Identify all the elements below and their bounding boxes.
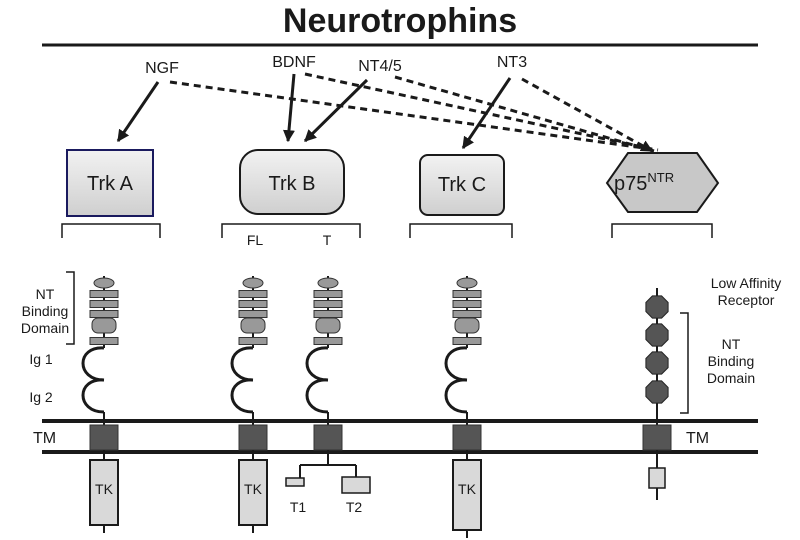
trka-ig1-loop: [81, 346, 105, 382]
p75-bracket: [611, 223, 713, 238]
low-affinity-arrows: [169, 72, 659, 153]
arrow-ngf-trka: [116, 81, 160, 142]
p75-hexagon: [605, 152, 720, 213]
dash-nt45-p75: [394, 75, 655, 153]
nt-binding-label-right-2: Binding: [708, 353, 755, 369]
trkb-t-ig2-loop: [305, 378, 329, 414]
p75-death-domain: [648, 467, 666, 489]
tm-label-right: TM: [686, 430, 709, 447]
trkc-tk-label: TK: [458, 481, 477, 497]
trkb-fl-ig2-loop: [230, 378, 254, 414]
trkb-fl-tm-segment: [238, 424, 268, 451]
trka-lrr-3: [89, 310, 119, 318]
trkc-box: [419, 154, 505, 216]
trkb-t1-tail: [285, 477, 305, 487]
trkb-fl-lrr-4: [238, 337, 268, 345]
dash-nt3-p75: [521, 77, 654, 153]
p75-crd-1: [645, 295, 669, 319]
ligand-nt3: NT3: [497, 54, 527, 71]
trkc-lrr-3: [452, 310, 482, 318]
trkc-cys-domain: [454, 317, 480, 334]
trka-cap-ellipse: [93, 277, 115, 289]
nt-binding-bracket-right: [680, 312, 689, 414]
nt-binding-label-left-2: Binding: [22, 303, 69, 319]
nt-binding-label-right-1: NT: [722, 336, 741, 352]
dash-ngf-p75: [169, 80, 659, 152]
trka-ig2-loop: [81, 378, 105, 414]
trka-lrr-2: [89, 300, 119, 308]
p75-label: p75NTR: [614, 170, 674, 195]
trkb-label: Trk B: [268, 173, 315, 195]
receptor-brackets: [61, 223, 713, 238]
trkb-t-lrr-4: [313, 337, 343, 345]
trkc-cap-ellipse: [456, 277, 478, 289]
trkb-fl-cap-ellipse: [242, 277, 264, 289]
trka-box: [66, 149, 154, 217]
trkb-bracket: [221, 223, 361, 238]
low-affinity-label-1: Low Affinity: [711, 275, 782, 291]
arrow-nt45-trkb: [303, 78, 369, 143]
trka-bracket: [61, 223, 161, 238]
trkc-lrr-4: [452, 337, 482, 345]
p75-tm-segment: [642, 424, 672, 451]
trkc-tm-segment: [452, 424, 482, 451]
trkb-fl-lrr-3: [238, 310, 268, 318]
high-affinity-arrows: [116, 73, 512, 149]
trkb-fl-lrr-2: [238, 300, 268, 308]
p75-crd-3: [645, 351, 669, 375]
page-title: Neurotrophins: [283, 2, 517, 40]
trkb-t-cap-ellipse: [317, 277, 339, 289]
trka-tm-segment: [89, 424, 119, 451]
p75-crd-4: [645, 380, 669, 404]
tm-label-left: TM: [33, 430, 56, 447]
trkb-t-lrr-3: [313, 310, 343, 318]
trkb-t-cys-domain: [315, 317, 341, 334]
p75-crd-2: [645, 323, 669, 347]
trkb-t-tm-segment: [313, 424, 343, 451]
trka-cys-domain: [91, 317, 117, 334]
trkb-box: [239, 149, 345, 215]
ligand-bdnf: BDNF: [272, 54, 316, 71]
nt-binding-bracket-left: [66, 271, 75, 345]
isoform-t2-label: T2: [346, 499, 363, 515]
trkb-fl-tk-label: TK: [244, 481, 263, 497]
trkb-fl-ig1-loop: [230, 346, 254, 382]
trkc-bracket: [409, 223, 513, 238]
trkb-t-lrr-1: [313, 290, 343, 298]
low-affinity-label-2: Receptor: [718, 292, 775, 308]
isoform-fl-label: FL: [247, 232, 264, 248]
trkc-ig1-loop: [444, 346, 468, 382]
trka-lrr-1: [89, 290, 119, 298]
trkb-t2-tail: [341, 476, 371, 494]
trkb-t-ig1-loop: [305, 346, 329, 382]
trkc-lrr-2: [452, 300, 482, 308]
trkc-label: Trk C: [438, 174, 486, 196]
trka-label: Trk A: [87, 173, 134, 195]
trka-lrr-4: [89, 337, 119, 345]
trkc-ig2-loop: [444, 378, 468, 414]
arrow-bdnf-trkb: [282, 73, 296, 143]
p75-label-sup: NTR: [647, 170, 674, 185]
trkc-tk-domain: [452, 459, 482, 531]
dash-bdnf-p75: [304, 72, 657, 152]
nt-binding-label-right-3: Domain: [707, 370, 755, 386]
trkc-lrr-1: [452, 290, 482, 298]
ligand-nt45: NT4/5: [358, 58, 402, 75]
ig1-label: Ig 1: [29, 351, 53, 367]
trkb-fl-lrr-1: [238, 290, 268, 298]
nt-binding-label-left-3: Domain: [21, 320, 69, 336]
nt-binding-label-left-1: NT: [36, 286, 55, 302]
trkb-fl-cys-domain: [240, 317, 266, 334]
receptor-structures: TK TK T1 T2 TK: [81, 276, 672, 538]
p75-label-base: p75: [614, 173, 647, 195]
isoform-t1-label: T1: [290, 499, 307, 515]
ligand-ngf: NGF: [145, 60, 179, 77]
trkb-t-lrr-2: [313, 300, 343, 308]
ig2-label: Ig 2: [29, 389, 53, 405]
trka-tk-label: TK: [95, 481, 114, 497]
isoform-t-label: T: [323, 232, 332, 248]
